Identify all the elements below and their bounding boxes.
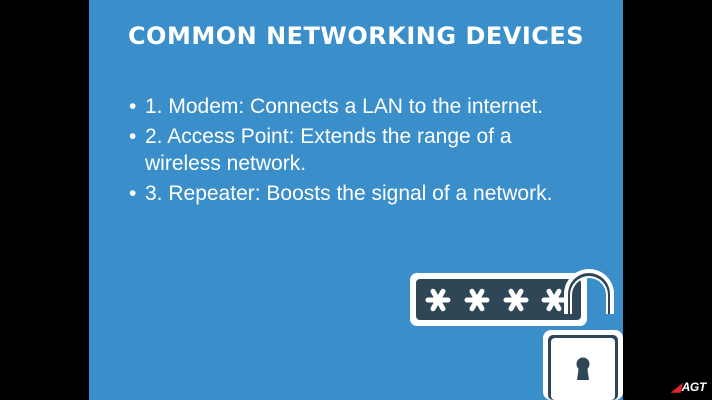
bullet-marker: •: [129, 95, 137, 118]
bullet-list: • 1. Modem: Connects a LAN to the intern…: [129, 93, 589, 210]
agt-logo-icon: ◢: [671, 380, 681, 394]
password-lock-graphic: [410, 269, 623, 400]
slide: Common Networking Devices • 1. Modem: Co…: [89, 0, 623, 400]
watermark-text: AGT: [681, 380, 707, 394]
bullet-text: 1. Modem: Connects a LAN to the internet…: [145, 95, 544, 118]
slide-title: Common Networking Devices: [127, 22, 585, 50]
padlock-icon: [543, 269, 623, 400]
watermark-logo: ◢AGT: [671, 380, 707, 394]
bullet-text: 3. Repeater: Boosts the signal of a netw…: [145, 182, 553, 205]
list-item: • 3. Repeater: Boosts the signal of a ne…: [129, 180, 589, 207]
list-item: • 1. Modem: Connects a LAN to the intern…: [129, 93, 589, 120]
password-field-icon: [410, 273, 587, 326]
bullet-text: 2. Access Point: Extends the range of a …: [145, 125, 512, 175]
bullet-marker: •: [129, 182, 137, 205]
list-item: • 2. Access Point: Extends the range of …: [129, 123, 589, 177]
bullet-marker: •: [129, 125, 137, 148]
